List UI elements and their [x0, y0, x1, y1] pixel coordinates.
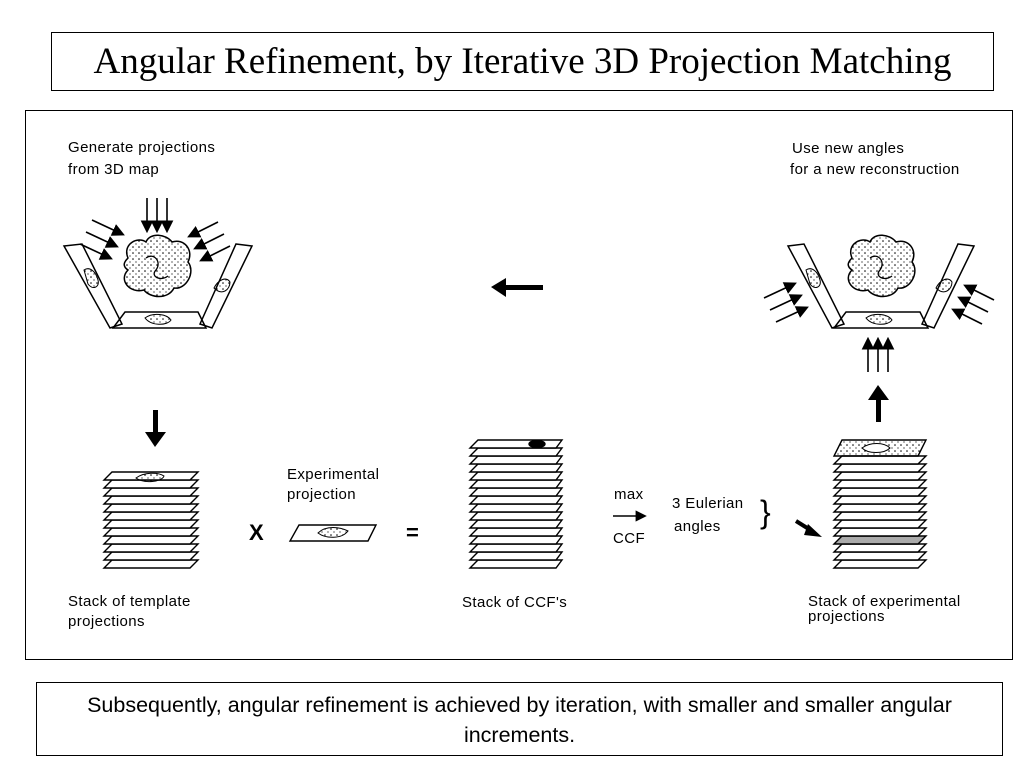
- diagram-frame: [25, 110, 1013, 660]
- up-arrows-right: [861, 336, 895, 372]
- eulerian-label-line1: 3 Eulerian: [672, 495, 744, 512]
- ccf-stack: [468, 439, 564, 569]
- bold-arrow-up: [868, 385, 889, 422]
- reconstruction-right: [763, 234, 995, 372]
- down-arrows-left: [140, 198, 174, 234]
- ccf-label: CCF: [613, 530, 646, 547]
- times-symbol: X: [249, 520, 264, 545]
- right-side-arrows-right: [951, 284, 995, 325]
- bold-arrow-down: [145, 410, 166, 447]
- generate-label-line1: Generate projections: [68, 139, 216, 156]
- projection-generation-left: [62, 198, 254, 329]
- experimental-stack-label-line1: Stack of experimental: [808, 593, 961, 610]
- experimental-projection-label-line2: projection: [287, 486, 357, 503]
- projection-plane-left-b: [111, 311, 208, 329]
- generate-label-line2: from 3D map: [68, 161, 160, 178]
- projection-plane-left-a: [62, 243, 124, 329]
- left-side-arrows-right: [763, 282, 809, 323]
- experimental-stack: [832, 439, 928, 569]
- bold-arrow-left: [491, 278, 543, 297]
- curly-brace: }: [760, 494, 771, 530]
- caption-box: Subsequently, angular refinement is achi…: [36, 682, 1003, 756]
- experimental-projection: [288, 524, 378, 542]
- projection-plane-left-c: [198, 243, 254, 329]
- projection-plane-right-c: [920, 243, 976, 329]
- page-title: Angular Refinement, by Iterative 3D Proj…: [93, 41, 952, 82]
- title-box: Angular Refinement, by Iterative 3D Proj…: [51, 32, 994, 91]
- max-label: max: [614, 486, 644, 503]
- experimental-projection-label-line1: Experimental: [287, 466, 380, 483]
- template-stack-label-line1: Stack of template: [68, 593, 191, 610]
- caption-text: Subsequently, angular refinement is achi…: [87, 693, 952, 747]
- equals-symbol: =: [406, 520, 419, 545]
- ccf-stack-label: Stack of CCF's: [462, 594, 568, 611]
- left-side-arrows-left: [79, 219, 125, 260]
- use-new-angles-line2: for a new reconstruction: [790, 161, 960, 178]
- template-stack: [102, 471, 200, 569]
- use-new-angles-line1: Use new angles: [792, 140, 905, 157]
- eulerian-label-line2: angles: [674, 518, 721, 535]
- experimental-stack-label-line2: projections: [808, 608, 885, 625]
- projection-plane-right-a: [786, 243, 846, 329]
- right-side-arrows-left: [187, 221, 231, 262]
- template-stack-label-line2: projections: [68, 613, 145, 630]
- diagonal-arrow: [794, 519, 822, 537]
- projection-plane-right-b: [832, 311, 930, 329]
